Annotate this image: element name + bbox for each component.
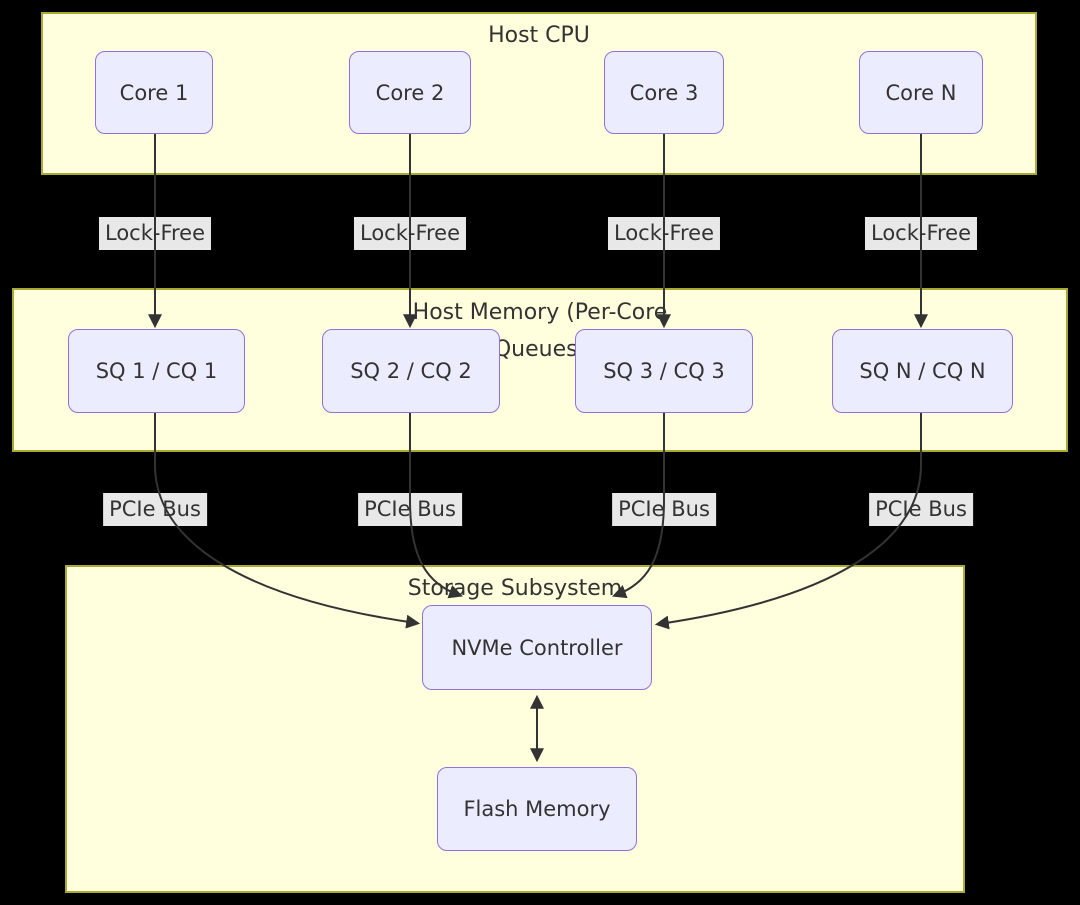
edge-label-pcie-bus-1: PCIe Bus	[103, 493, 207, 526]
node-nvme-controller-label: NVMe Controller	[451, 635, 623, 660]
node-sqn-cqn: SQ N / CQ N	[832, 329, 1013, 413]
node-core-1-label: Core 1	[119, 80, 189, 105]
cluster-host-memory-title: Host Memory (Per-Core Queues)	[413, 294, 668, 368]
edge-label-lock-free-1: Lock-Free	[98, 217, 212, 250]
cluster-host-memory-title-line1: Host Memory (Per-Core	[412, 300, 668, 325]
node-sq2-cq2-label: SQ 2 / CQ 2	[350, 359, 472, 383]
node-flash-memory: Flash Memory	[437, 767, 637, 851]
edge-label-lock-free-3: Lock-Free	[607, 217, 721, 250]
node-core-2: Core 2	[349, 51, 471, 134]
node-core-3-label: Core 3	[629, 80, 699, 105]
node-core-1: Core 1	[95, 51, 213, 134]
node-sq1-cq1: SQ 1 / CQ 1	[68, 329, 245, 413]
node-core-3: Core 3	[604, 51, 724, 134]
node-sq3-cq3-label: SQ 3 / CQ 3	[603, 359, 725, 383]
edge-label-lock-free-4: Lock-Free	[864, 217, 978, 250]
node-core-2-label: Core 2	[375, 80, 445, 105]
edge-label-lock-free-2: Lock-Free	[353, 217, 467, 250]
cluster-host-memory-title-line2: Queues)	[493, 337, 587, 362]
cluster-host-cpu-title: Host CPU	[488, 23, 590, 48]
node-core-n-label: Core N	[885, 80, 957, 105]
node-flash-memory-label: Flash Memory	[463, 797, 611, 821]
cluster-storage-subsystem-title: Storage Subsystem	[407, 576, 623, 601]
edge-label-pcie-bus-3: PCIe Bus	[612, 493, 716, 526]
node-nvme-controller: NVMe Controller	[422, 605, 652, 690]
edge-label-pcie-bus-4: PCIe Bus	[869, 493, 973, 526]
node-sq1-cq1-label: SQ 1 / CQ 1	[95, 359, 218, 383]
node-sq2-cq2: SQ 2 / CQ 2	[322, 329, 500, 413]
edge-label-pcie-bus-2: PCIe Bus	[358, 493, 462, 526]
node-sqn-cqn-label: SQ N / CQ N	[859, 359, 986, 383]
node-core-n: Core N	[859, 51, 983, 134]
node-sq3-cq3: SQ 3 / CQ 3	[575, 329, 753, 413]
